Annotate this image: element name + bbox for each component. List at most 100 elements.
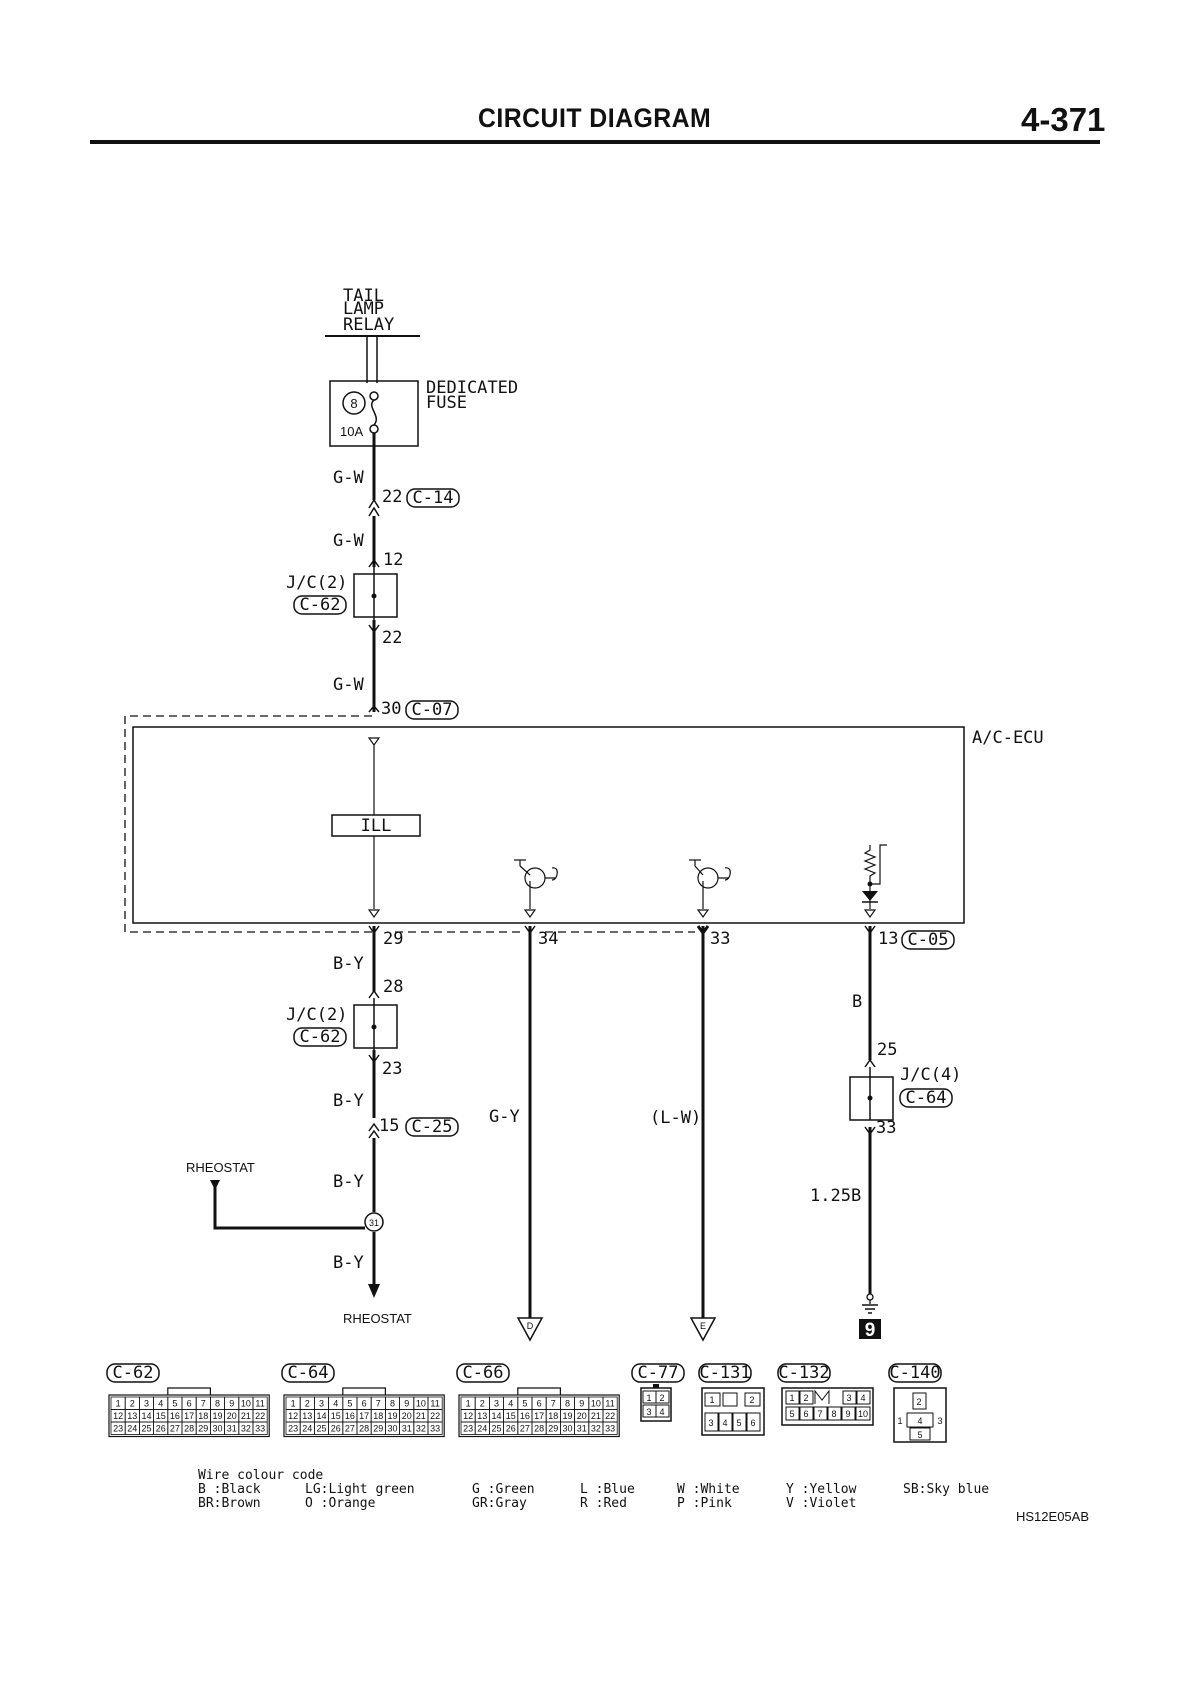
c64-pin-number: 21 bbox=[416, 1411, 426, 1421]
c62-pin-number: 17 bbox=[184, 1411, 194, 1421]
svg-text:D: D bbox=[527, 1321, 534, 1331]
c64-pin-number: 7 bbox=[376, 1399, 381, 1409]
c64-pin-number: 27 bbox=[345, 1424, 355, 1434]
legend-title: Wire colour code bbox=[198, 1468, 323, 1483]
c64-pin-number: 20 bbox=[402, 1411, 412, 1421]
svg-text:1: 1 bbox=[646, 1393, 651, 1403]
svg-text:C-05: C-05 bbox=[908, 930, 949, 950]
c66-pin-cell bbox=[602, 1421, 618, 1435]
legend-orange: O :Orange bbox=[305, 1496, 376, 1511]
c64-pin-number: 11 bbox=[430, 1399, 439, 1409]
legend-violet: V :Violet bbox=[786, 1496, 856, 1511]
legend-light-green: LG:Light green bbox=[305, 1482, 415, 1497]
c64-pin-number: 22 bbox=[430, 1411, 440, 1421]
svg-text:9: 9 bbox=[865, 1320, 876, 1341]
c62-pin-number: 18 bbox=[198, 1411, 208, 1421]
c66-pin-number: 8 bbox=[565, 1399, 570, 1409]
svg-text:C-132: C-132 bbox=[778, 1363, 829, 1383]
c66-pin-number: 5 bbox=[522, 1399, 527, 1409]
rheostat-left-label: RHEOSTAT bbox=[186, 1160, 255, 1175]
c62-pin-number: 6 bbox=[187, 1399, 192, 1409]
c66-pin-number: 2 bbox=[480, 1399, 485, 1409]
connector-view-c132: C-132 1 2 3 4 5 6 7 8 9 10 bbox=[777, 1363, 874, 1426]
c64-pin-number: 17 bbox=[359, 1411, 369, 1421]
c64-pin-number: 8 bbox=[390, 1399, 395, 1409]
wire-color-by2: B-Y bbox=[333, 1091, 364, 1111]
ecu-label: A/C-ECU bbox=[972, 728, 1044, 748]
connector-tag-c14: C-14 bbox=[406, 488, 460, 508]
svg-text:6: 6 bbox=[803, 1409, 808, 1419]
svg-text:31: 31 bbox=[369, 1218, 379, 1228]
c62-pin-number: 32 bbox=[241, 1424, 251, 1434]
off-page-arrow-e bbox=[689, 1317, 717, 1342]
connector-tag-c64-jc: C-64 bbox=[899, 1088, 953, 1108]
c66-label: C-66 bbox=[463, 1363, 504, 1383]
c66-pin-number: 33 bbox=[605, 1424, 615, 1434]
c62-pin-number: 7 bbox=[201, 1399, 206, 1409]
fuse-number-circle bbox=[342, 391, 366, 415]
svg-text:8: 8 bbox=[831, 1409, 836, 1419]
figure-code: HS12E05AB bbox=[1016, 1509, 1089, 1524]
svg-text:5: 5 bbox=[736, 1418, 741, 1428]
c62-pin-number: 16 bbox=[170, 1411, 180, 1421]
c64-pin-number: 30 bbox=[387, 1424, 397, 1434]
wire-color-lw: (L-W) bbox=[650, 1108, 701, 1128]
svg-text:C-131: C-131 bbox=[699, 1363, 750, 1383]
wire-pin-34: D bbox=[516, 925, 544, 1342]
c66-pin-number: 31 bbox=[577, 1424, 587, 1434]
c62-pin-number: 3 bbox=[144, 1399, 149, 1409]
c64-pin-number: 1 bbox=[291, 1399, 296, 1409]
c64-label: C-64 bbox=[288, 1363, 329, 1383]
fuse-number: 8 bbox=[350, 396, 357, 411]
c66-pin-number: 30 bbox=[562, 1424, 572, 1434]
svg-text:4: 4 bbox=[860, 1393, 865, 1403]
c66-pin-number: 23 bbox=[463, 1424, 473, 1434]
c62-pin-number: 19 bbox=[212, 1411, 222, 1421]
junction-connector-jc2-bottom bbox=[353, 998, 398, 1050]
c62-pin-number: 31 bbox=[227, 1424, 237, 1434]
c64-pin-number: 3 bbox=[319, 1399, 324, 1409]
power-feed-wire bbox=[368, 433, 380, 713]
legend-brown: BR:Brown bbox=[198, 1496, 261, 1511]
c62-pin-number: 30 bbox=[212, 1424, 222, 1434]
splice-31 bbox=[364, 1212, 384, 1232]
c66-pin-number: 17 bbox=[534, 1411, 544, 1421]
c62-pin-number: 26 bbox=[156, 1424, 166, 1434]
connector-view-c77: C-77 1 2 3 4 bbox=[631, 1363, 685, 1422]
c62-pin-number: 5 bbox=[172, 1399, 177, 1409]
c66-pin-number: 29 bbox=[548, 1424, 558, 1434]
transistor-pin-33 bbox=[689, 859, 731, 919]
svg-text:C-62: C-62 bbox=[300, 595, 341, 615]
c64-pin-number: 9 bbox=[404, 1399, 409, 1409]
svg-text:7: 7 bbox=[817, 1409, 822, 1419]
resistor-diode-pin-13 bbox=[862, 844, 887, 919]
jc2-bottom-label: J/C(2) bbox=[286, 1005, 347, 1025]
c64-pin-number: 31 bbox=[402, 1424, 412, 1434]
svg-text:2: 2 bbox=[916, 1397, 921, 1407]
c66-pin-number: 1 bbox=[466, 1399, 471, 1409]
c62-pin-number: 25 bbox=[141, 1424, 151, 1434]
svg-text:1: 1 bbox=[709, 1395, 714, 1405]
svg-text:C-25: C-25 bbox=[412, 1117, 453, 1137]
pin-23: 23 bbox=[382, 1059, 402, 1079]
ecu-dashed-boundary bbox=[124, 715, 695, 933]
fuse-rating: 10A bbox=[340, 424, 363, 439]
c62-pin-number: 15 bbox=[156, 1411, 166, 1421]
c64-pin-number: 23 bbox=[288, 1424, 298, 1434]
svg-text:3: 3 bbox=[708, 1418, 713, 1428]
connector-view-c140: C-140 2 1 4 3 5 bbox=[888, 1363, 947, 1443]
legend-yellow: Y :Yellow bbox=[786, 1482, 857, 1497]
svg-text:9: 9 bbox=[845, 1409, 850, 1419]
svg-text:4: 4 bbox=[917, 1416, 922, 1426]
c62-pin-number: 13 bbox=[127, 1411, 137, 1421]
svg-text:3: 3 bbox=[846, 1393, 851, 1403]
c62-pin-number: 12 bbox=[113, 1411, 123, 1421]
c64-pin-number: 6 bbox=[362, 1399, 367, 1409]
c64-pin-number: 16 bbox=[345, 1411, 355, 1421]
svg-text:10: 10 bbox=[858, 1409, 868, 1419]
ground-number-badge bbox=[859, 1319, 881, 1339]
c66-pin-number: 14 bbox=[491, 1411, 501, 1421]
c62-pin-number: 8 bbox=[215, 1399, 220, 1409]
